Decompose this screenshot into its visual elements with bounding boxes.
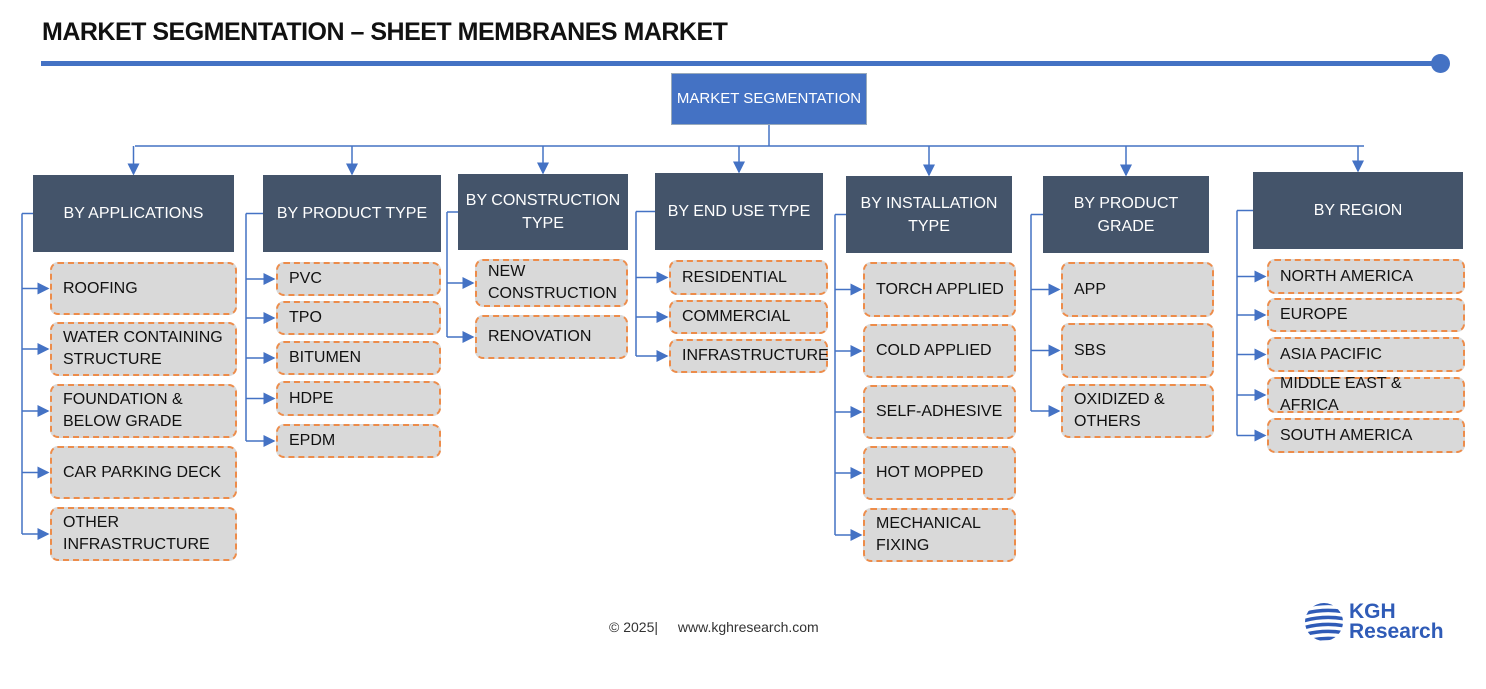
segment-header: BY REGION [1253, 172, 1463, 249]
segment-header: BY PRODUCT GRADE [1043, 176, 1209, 253]
root-node: MARKET SEGMENTATION [671, 73, 867, 125]
logo-line2: Research [1349, 620, 1444, 643]
segment-header: BY APPLICATIONS [33, 175, 234, 252]
segment-item: RESIDENTIAL [669, 260, 828, 295]
segment-header: BY PRODUCT TYPE [263, 175, 441, 252]
segment-item: OTHER INFRASTRUCTURE [50, 507, 237, 561]
segment-item: NORTH AMERICA [1267, 259, 1465, 294]
segment-item: SBS [1061, 323, 1214, 378]
segment-item: HOT MOPPED [863, 446, 1016, 500]
segment-item: INFRASTRUCTURE [669, 339, 829, 373]
segment-item: MIDDLE EAST & AFRICA [1267, 375, 1465, 414]
segment-item: BITUMEN [276, 341, 441, 375]
segment-item: TPO [276, 301, 441, 335]
segment-header: BY INSTALLATION TYPE [846, 176, 1012, 253]
segment-item: NEW CONSTRUCTION [475, 259, 628, 307]
segment-item: FOUNDATION & BELOW GRADE [50, 384, 237, 438]
segment-item: ROOFING [50, 262, 237, 315]
underline-end-dot [1431, 54, 1450, 73]
page-title: MARKET SEGMENTATION – SHEET MEMBRANES MA… [42, 18, 728, 46]
logo-line1: KGH [1349, 600, 1396, 623]
segment-item: RENOVATION [475, 315, 628, 359]
segment-item: APP [1061, 262, 1214, 317]
segment-header: BY CONSTRUCTION TYPE [458, 174, 628, 250]
segment-item: OXIDIZED & OTHERS [1061, 384, 1214, 438]
segment-item: EUROPE [1267, 298, 1465, 332]
copyright: © 2025| [609, 619, 658, 635]
segment-item: TORCH APPLIED [863, 262, 1016, 317]
segment-item: ASIA PACIFIC [1267, 337, 1465, 372]
segment-item: PVC [276, 262, 441, 296]
segment-item: SELF-ADHESIVE [863, 385, 1016, 439]
segment-item: CAR PARKING DECK [50, 446, 237, 499]
segment-item: HDPE [276, 381, 441, 416]
segment-item: EPDM [276, 424, 441, 458]
website-link[interactable]: www.kghresearch.com [677, 619, 819, 635]
segment-item: COMMERCIAL [669, 300, 828, 334]
segment-item: COLD APPLIED [863, 324, 1016, 378]
segment-item: SOUTH AMERICA [1267, 418, 1465, 453]
globe-icon [1305, 603, 1343, 641]
segment-header: BY END USE TYPE [655, 173, 823, 250]
segment-item: MECHANICAL FIXING [863, 508, 1016, 562]
segment-item: WATER CONTAINING STRUCTURE [50, 322, 237, 376]
title-underline [41, 61, 1441, 66]
footer: © 2025| www.kghresearch.com [609, 619, 835, 635]
